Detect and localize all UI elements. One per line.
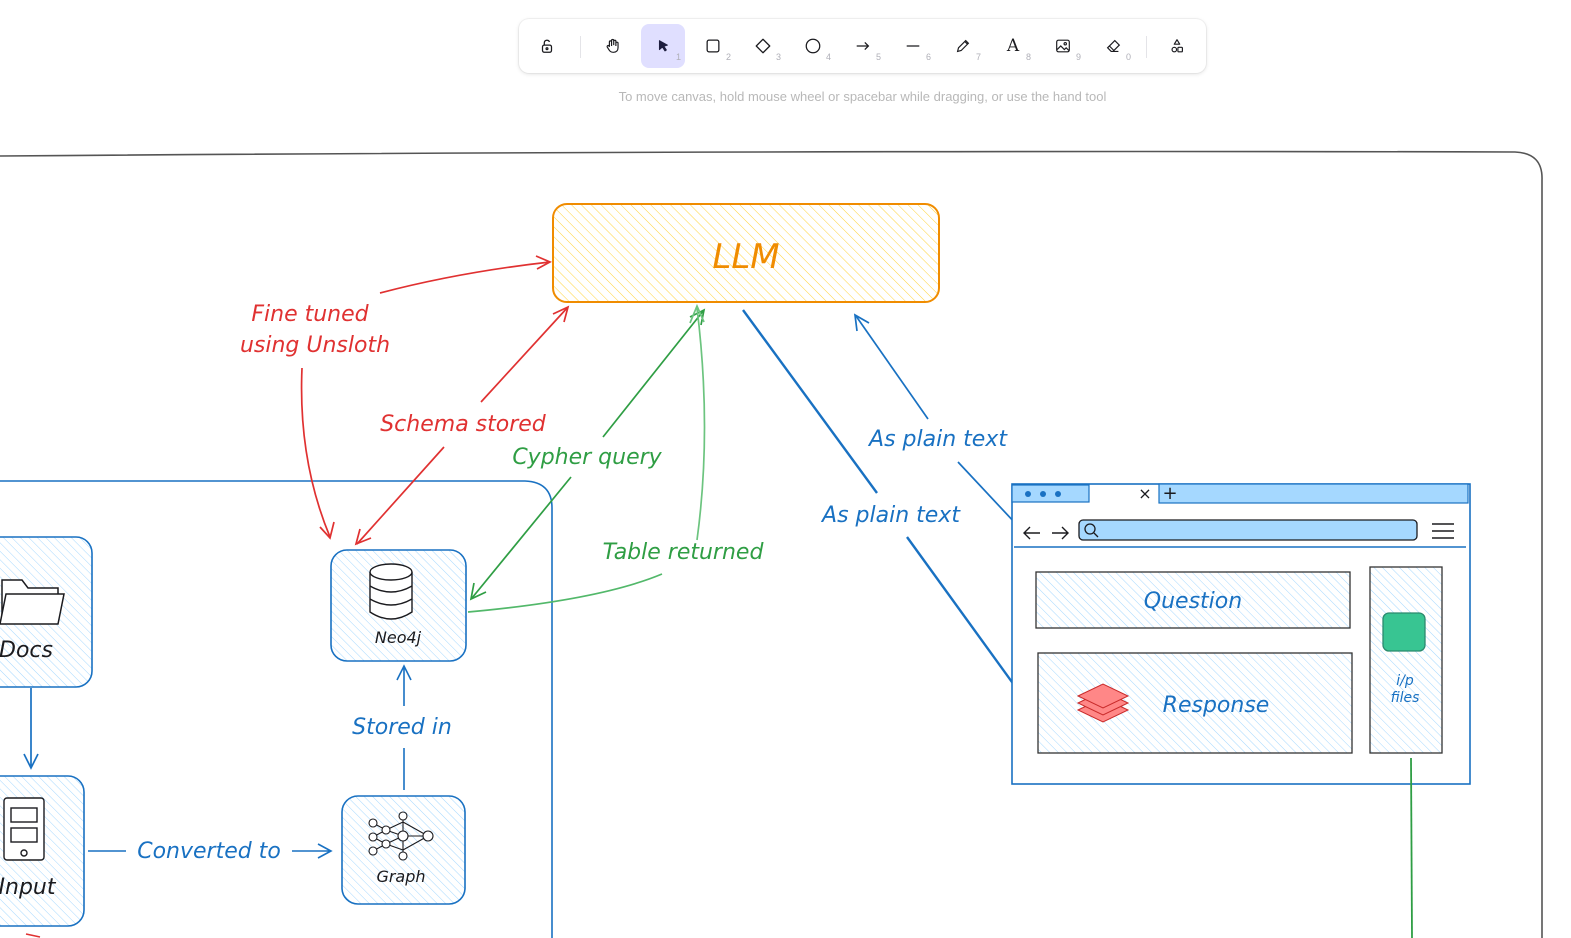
converted-to-arrow — [88, 843, 333, 859]
schema-stored-label: Schema stored — [380, 412, 547, 437]
files-output-line — [1410, 757, 1413, 938]
input-node[interactable]: Input — [0, 775, 85, 927]
tool-shortcut-key: 0 — [1125, 52, 1131, 62]
neo4j-label: Neo4j — [375, 628, 422, 647]
pencil-icon — [956, 39, 970, 53]
form-icon — [3, 797, 45, 861]
browser-window: × + Question Response i/p fi — [1011, 483, 1471, 785]
image-icon — [1056, 39, 1070, 53]
lock-icon — [541, 39, 553, 53]
toolbar-divider — [1146, 36, 1147, 58]
line-tool-button[interactable]: 6 — [891, 24, 935, 68]
tool-shortcut-key: 6 — [925, 52, 931, 62]
arrow-tool-button[interactable]: 5 — [841, 24, 885, 68]
fine-tuned-label-line1: Fine tuned — [251, 302, 369, 327]
rectangle-icon — [706, 39, 720, 53]
hand-icon — [606, 38, 619, 53]
main-toolbar: 1 2 3 4 5 6 7 A 8 9 0 — [519, 19, 1206, 73]
response-label: Response — [1163, 693, 1270, 718]
stored-in-arrow — [396, 664, 412, 790]
diamond-tool-button[interactable]: 3 — [741, 24, 785, 68]
tool-shortcut-key: 4 — [825, 52, 831, 62]
folder-icon — [0, 579, 65, 625]
ip-files-label-line1: i/p — [1396, 673, 1414, 689]
graph-node[interactable]: Graph — [341, 795, 466, 905]
diamond-icon — [755, 38, 771, 54]
graph-label: Graph — [376, 867, 425, 886]
draw-tool-button[interactable]: 7 — [941, 24, 985, 68]
text-tool-button[interactable]: A 8 — [991, 24, 1035, 68]
as-plain-text-lower-label: As plain text — [820, 503, 961, 528]
stored-in-label: Stored in — [352, 715, 452, 740]
docs-node[interactable]: Docs — [0, 536, 93, 688]
as-plain-text-upper-label: As plain text — [867, 427, 1008, 452]
neo4j-node[interactable]: Neo4j — [330, 549, 467, 662]
line-icon — [906, 45, 920, 47]
tool-shortcut-key: 1 — [675, 52, 681, 62]
cypher-table-arrows — [467, 303, 706, 613]
hand-tool-button[interactable] — [591, 24, 635, 68]
forward-arrow-icon[interactable] — [1052, 526, 1069, 540]
pipeline-container — [0, 480, 553, 938]
ip-files-label-line2: files — [1391, 690, 1420, 706]
table-returned-label: Table returned — [603, 540, 765, 565]
eraser-icon — [1106, 39, 1121, 52]
ellipse-tool-button[interactable]: 4 — [791, 24, 835, 68]
canvas-hint-text: To move canvas, hold mouse wheel or spac… — [618, 89, 1107, 104]
outer-frame — [0, 150, 1543, 938]
ellipse-icon — [805, 38, 821, 54]
question-box[interactable]: Question — [1035, 571, 1351, 629]
llm-label: LLM — [712, 237, 779, 277]
eraser-tool-button[interactable]: 0 — [1091, 24, 1135, 68]
converted-to-label: Converted to — [137, 839, 281, 864]
fine-tuned-label-line2: using Unsloth — [240, 333, 390, 358]
browser-tab-close-icon[interactable]: × — [1138, 484, 1151, 503]
tool-shortcut-key: 8 — [1025, 52, 1031, 62]
rectangle-tool-button[interactable]: 2 — [691, 24, 735, 68]
tool-shortcut-key: 2 — [725, 52, 731, 62]
shapes-icon — [1171, 39, 1183, 53]
input-files-panel[interactable]: i/p files — [1369, 566, 1443, 754]
neural-network-icon — [368, 811, 434, 861]
arrow-right-icon — [856, 41, 870, 51]
browser-new-tab-icon[interactable]: + — [1162, 483, 1177, 504]
tool-shortcut-key: 3 — [775, 52, 781, 62]
back-arrow-icon[interactable] — [1023, 526, 1040, 540]
browser-address-bar[interactable] — [1078, 519, 1418, 541]
database-icon — [369, 563, 413, 620]
image-tool-button[interactable]: 9 — [1041, 24, 1085, 68]
hamburger-menu-icon[interactable] — [1432, 523, 1454, 539]
tool-shortcut-key: 5 — [875, 52, 881, 62]
input-label: Input — [0, 875, 57, 900]
question-label: Question — [1144, 589, 1242, 614]
docs-to-input-arrow — [23, 688, 39, 770]
layers-icon — [1076, 683, 1130, 723]
fine-tune-arrows — [300, 255, 570, 546]
tool-shortcut-key: 7 — [975, 52, 981, 62]
lock-tool-button[interactable] — [525, 24, 569, 68]
search-icon — [1084, 523, 1099, 538]
toolbar-divider — [580, 36, 581, 58]
docs-label: Docs — [0, 638, 53, 663]
text-icon: A — [1006, 36, 1020, 56]
cursor-arrow-icon — [658, 40, 668, 52]
tool-shortcut-key: 9 — [1075, 52, 1081, 62]
response-box: Response — [1037, 652, 1353, 754]
cypher-query-label: Cypher query — [512, 445, 662, 470]
upload-file-icon[interactable] — [1382, 612, 1426, 652]
extra-tools-button[interactable] — [1155, 24, 1199, 68]
input-bottom-arrow — [25, 933, 41, 938]
selection-tool-button[interactable]: 1 — [641, 24, 685, 68]
llm-node[interactable]: LLM — [552, 203, 940, 303]
